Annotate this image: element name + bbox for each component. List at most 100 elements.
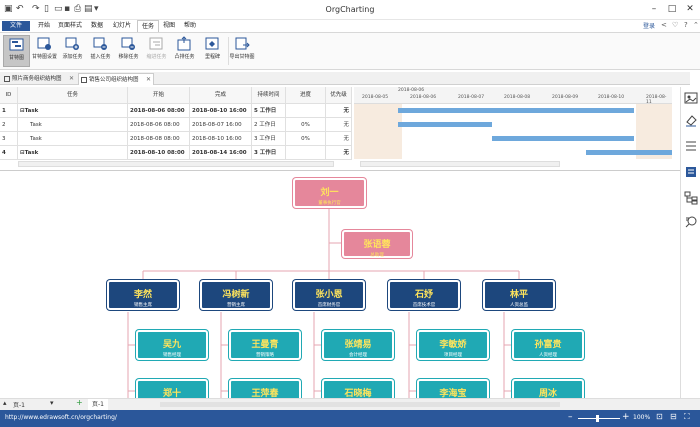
menu-help[interactable]: 帮助 [184,22,197,29]
org-node-staff[interactable]: 王萍春 [229,379,301,398]
open-icon[interactable]: ▭ [54,4,63,14]
doc-tab-sales-company[interactable]: 销售公司组织结构图 ✕ [78,73,154,85]
minimize-icon[interactable]: – [651,4,657,14]
fullscreen-icon[interactable]: ⛶ [684,412,690,421]
col-header-finish[interactable]: 完成 [190,87,252,104]
close-tab-icon[interactable]: ✕ [145,76,151,83]
org-node-staff[interactable]: 张靖易 会计经理 [322,330,394,360]
col-header-task[interactable]: 任务 [18,87,128,104]
insert-task-button[interactable]: 插入任务 [87,35,114,67]
org-chart-canvas[interactable]: 刘一 董事执行官 张语蓉 总助理 李然 销售主席 冯树新 营销主席 张小恩 首席… [0,173,680,398]
org-node-staff[interactable]: 王曼青 营销策略 [229,330,301,360]
doc-tab-photo-business[interactable]: 照片商务组织结构图 ✕ [2,73,76,85]
org-node-staff[interactable]: 周冰 [512,379,584,398]
timeline-horizontal-scrollbar[interactable] [360,161,560,167]
share-icon[interactable]: < [661,21,667,29]
org-node-staff[interactable]: 孙富贵 人资经理 [512,330,584,360]
col-header-duration[interactable]: 持续时间 [252,87,286,104]
image-panel-icon[interactable] [684,91,698,105]
hierarchy-panel-icon[interactable] [684,191,698,205]
milestone-button[interactable]: 里程碑 [199,35,226,67]
col-header-priority[interactable]: 优先级 [326,87,352,104]
zoom-level[interactable]: 100% [633,414,651,421]
menu-view[interactable]: 视图 [163,22,176,29]
org-chart-file-icon [81,77,87,83]
zoom-in-icon[interactable]: + [622,412,630,422]
gantt-chart-button[interactable]: 甘特图 [3,35,30,67]
remove-task-icon [121,37,135,50]
maximize-icon[interactable]: □ [667,4,677,14]
search-panel-icon[interactable] [684,215,698,229]
page-tab[interactable]: 页-1 [88,399,108,410]
indent-task-button[interactable]: 缩进任务 [143,35,170,67]
theme-icon[interactable]: ♡ [672,21,679,29]
zoom-out-icon[interactable]: – [568,412,573,422]
org-node-manager[interactable]: 张小恩 首席财务官 [293,280,365,310]
menu-task[interactable]: 任务 [137,20,160,32]
close-icon[interactable]: ✕ [686,4,694,14]
menu-home[interactable]: 开始 [38,22,51,29]
export-gantt-button[interactable]: 导出甘特图 [227,35,257,67]
page-menu-icon[interactable]: ▴ [3,399,7,407]
login-link[interactable]: 登录 [643,23,656,30]
gantt-settings-icon [37,37,51,50]
org-node-staff[interactable]: 李海宝 [417,379,489,398]
org-node-manager[interactable]: 李然 销售主席 [107,280,179,310]
canvas-horizontal-scrollbar[interactable] [160,402,560,407]
list-panel-icon[interactable] [684,139,698,153]
close-tab-icon[interactable]: ✕ [68,75,74,82]
collapse-ribbon-icon[interactable]: ⌃ [693,21,699,29]
org-node-staff[interactable]: 石晓梅 [322,379,394,398]
save-icon[interactable]: ▪ [64,4,71,14]
redo-icon[interactable]: ↷ [32,4,40,14]
gantt-task-bar[interactable] [492,136,634,141]
menu-data[interactable]: 数据 [91,22,104,29]
add-task-button[interactable]: 添加任务 [59,35,86,67]
org-node-staff[interactable]: 李敏娇 项目经理 [417,330,489,360]
export-icon[interactable]: ▤ [84,4,93,14]
page-selector[interactable]: 页-1 [13,402,25,409]
gantt-summary-bar[interactable] [398,108,634,113]
fill-panel-icon[interactable] [684,113,698,127]
zoom-slider-thumb[interactable] [596,415,599,422]
fit-width-icon[interactable]: ⊟ [670,412,677,421]
timeline-week-label: 2018-08-06 [398,88,425,93]
org-node-ceo[interactable]: 刘一 董事执行官 [293,178,366,208]
app-title: OrgCharting [325,5,375,14]
new-icon[interactable]: ▯ [44,4,49,14]
menu-file[interactable]: 文件 [2,21,30,31]
org-node-manager[interactable]: 石妤 首席技术官 [388,280,460,310]
help-icon[interactable]: ? [684,21,688,29]
print-icon[interactable]: ⎙ [74,4,82,14]
customize-quick-access-icon[interactable]: ▾ [94,4,99,14]
org-node-manager[interactable]: 冯树新 营销主席 [200,280,272,310]
col-header-id[interactable]: ID [0,87,18,104]
org-node-staff[interactable]: 郑十 [136,379,208,398]
gantt-task-bar[interactable] [398,122,492,127]
org-node-manager[interactable]: 林平 人资总监 [483,280,555,310]
data-panel-icon[interactable] [684,165,698,179]
add-page-icon[interactable]: + [76,398,83,407]
org-node-assistant[interactable]: 张语蓉 总助理 [342,230,412,258]
gantt-summary-bar[interactable] [586,150,672,155]
outdent-task-button[interactable]: 凸排任务 [171,35,198,67]
undo-icon[interactable]: ↶ [16,4,24,14]
table-horizontal-scrollbar[interactable] [18,161,334,167]
menu-slides[interactable]: 幻灯片 [113,22,132,29]
title-bar: ▣ ↶ ↷ ▯ ▭ ▪ ⎙ ▤ ▾ OrgCharting – □ ✕ [0,0,700,20]
website-link[interactable]: http://www.edrawsoft.cn/orgcharting/ [5,414,117,421]
page-dropdown-icon[interactable]: ▾ [50,399,54,407]
gantt-settings-button[interactable]: 甘特图设置 [31,35,58,67]
collapse-toggle-icon[interactable]: ⊟ [20,108,25,114]
org-node-staff[interactable]: 吴九 销售经理 [136,330,208,360]
indent-task-icon [149,37,163,50]
collapse-toggle-icon[interactable]: ⊟ [20,150,25,156]
add-task-icon [65,37,79,50]
col-header-progress[interactable]: 进度 [286,87,326,104]
col-header-start[interactable]: 开始 [128,87,190,104]
menu-page-style[interactable]: 页面样式 [58,22,83,29]
remove-task-button[interactable]: 移除任务 [115,35,142,67]
zoom-slider[interactable] [578,418,620,419]
timeline-date: 2018-08-11 [646,95,667,105]
fit-page-icon[interactable]: ⊡ [656,412,663,421]
